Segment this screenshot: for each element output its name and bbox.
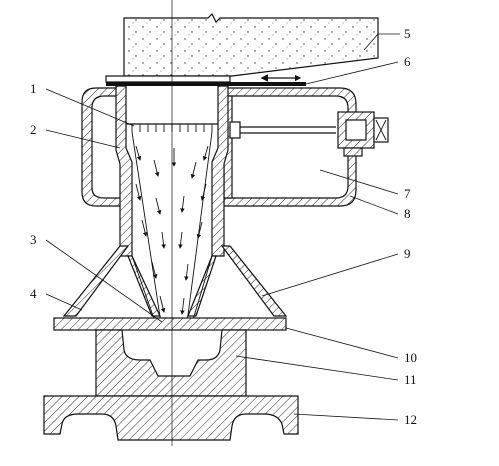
part-label-3: 3 bbox=[30, 232, 37, 247]
part-label-12: 12 bbox=[404, 412, 417, 427]
part-label-10: 10 bbox=[404, 350, 417, 365]
support-stand bbox=[62, 245, 288, 317]
part-label-1: 1 bbox=[30, 81, 37, 96]
part-label-9: 9 bbox=[404, 246, 411, 261]
part-label-6: 6 bbox=[404, 54, 411, 69]
part-label-5: 5 bbox=[404, 26, 411, 41]
part-label-7: 7 bbox=[404, 186, 411, 201]
sand-hopper bbox=[123, 12, 379, 77]
leader-lines bbox=[45, 33, 400, 421]
part-label-11: 11 bbox=[404, 372, 417, 387]
nozzle-cylinder-walls bbox=[115, 85, 229, 257]
core-box bbox=[95, 329, 247, 397]
air-flow-arrows bbox=[135, 145, 209, 315]
inner-cone bbox=[125, 96, 219, 331]
part-label-8: 8 bbox=[404, 206, 411, 221]
part-label-2: 2 bbox=[30, 122, 37, 137]
part-labels: 1 2 3 4 5 6 7 8 9 10 11 12 bbox=[30, 26, 417, 427]
slide-gate-plate bbox=[105, 74, 306, 86]
core-box-plate bbox=[53, 317, 287, 331]
part-label-4: 4 bbox=[30, 286, 37, 301]
base-table bbox=[43, 395, 299, 441]
valve-cylinder bbox=[229, 111, 389, 157]
